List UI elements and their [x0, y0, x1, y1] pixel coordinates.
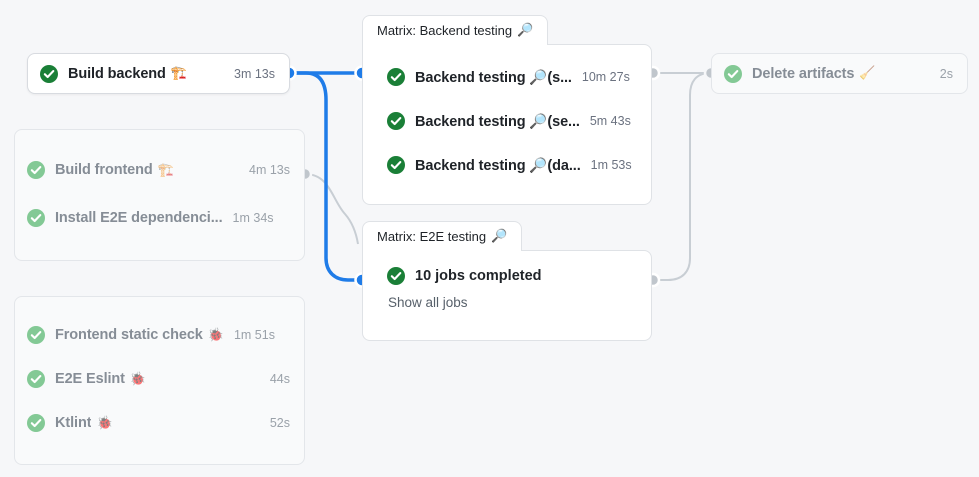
success-check-icon [387, 267, 405, 285]
success-check-icon [27, 209, 45, 227]
bug-emoji: 🐞 [129, 371, 147, 387]
job-row-backend-testing-1[interactable]: Backend testing 🔎(s... 10m 27s [363, 55, 651, 99]
job-duration: 1m 34s [232, 211, 274, 225]
job-row-backend-testing-3[interactable]: Backend testing 🔎(da... 1m 53s [363, 143, 651, 187]
node-build-backend[interactable]: Build backend 🏗️ 3m 13s [27, 53, 290, 94]
show-all-jobs-link[interactable]: Show all jobs [388, 295, 468, 310]
matrix-e2e-body: 10 jobs completed Show all jobs [362, 250, 652, 341]
matrix-e2e-summary: 10 jobs completed Show all jobs [363, 251, 651, 310]
job-duration: 10m 27s [581, 70, 630, 84]
job-label: Backend testing 🔎(da... [415, 157, 581, 174]
job-row-build-frontend[interactable]: Build frontend 🏗️ 4m 13s [15, 150, 304, 190]
node-delete-artifacts[interactable]: Delete artifacts 🧹 2s [711, 53, 968, 94]
bug-emoji: 🐞 [207, 327, 224, 343]
matrix-backend-body: Backend testing 🔎(s... 10m 27s Backend t… [362, 44, 652, 205]
matrix-e2e-tab[interactable]: Matrix: E2E testing 🔎 [362, 221, 523, 251]
edge-matrix-e2e-to-delete [652, 72, 711, 281]
job-duration: 52s [269, 416, 290, 430]
job-label: E2E Eslint [55, 371, 125, 387]
construction-emoji: 🏗️ [157, 162, 174, 178]
bug-emoji: 🐞 [96, 415, 113, 431]
job-row-ktlint[interactable]: Ktlint 🐞 52s [15, 403, 304, 443]
success-check-icon [40, 64, 58, 83]
job-duration: 1m 51s [233, 328, 275, 342]
construction-emoji: 🏗️ [170, 66, 187, 81]
node-frontend-group[interactable]: Build frontend 🏗️ 4m 13s Install E2E dep… [14, 129, 305, 261]
checks-group-card[interactable]: Frontend static check 🐞 1m 51s E2E Eslin… [14, 296, 305, 465]
job-duration: 44s [269, 372, 290, 386]
success-check-icon [387, 68, 405, 86]
job-label: Delete artifacts [752, 65, 855, 82]
build-backend-card[interactable]: Build backend 🏗️ 3m 13s [27, 53, 290, 94]
job-row-backend-testing-2[interactable]: Backend testing 🔎(se... 5m 43s [363, 99, 651, 143]
job-duration: 3m 13s [234, 66, 275, 81]
node-matrix-e2e-testing[interactable]: Matrix: E2E testing 🔎 10 jobs completed … [362, 221, 652, 341]
success-check-icon [387, 156, 405, 174]
job-row-frontend-static-check[interactable]: Frontend static check 🐞 1m 51s [15, 315, 304, 355]
job-row-e2e-eslint[interactable]: E2E Eslint 🐞 44s [15, 359, 304, 399]
job-label: Backend testing 🔎(s... [415, 69, 572, 86]
matrix-tab-label: Matrix: Backend testing [377, 23, 513, 38]
job-row-build-backend[interactable]: Build backend 🏗️ 3m 13s [28, 54, 289, 93]
success-check-icon [27, 414, 45, 432]
jobs-completed-row[interactable]: 10 jobs completed [387, 267, 651, 285]
node-matrix-backend-testing[interactable]: Matrix: Backend testing 🔎 Backend testin… [362, 15, 652, 205]
job-label: Frontend static check [55, 327, 203, 343]
success-check-icon [27, 161, 45, 179]
job-label: Build backend [68, 65, 166, 82]
job-label: Build frontend [55, 162, 153, 178]
jobs-completed-label: 10 jobs completed [415, 268, 542, 284]
matrix-backend-rows: Backend testing 🔎(s... 10m 27s Backend t… [363, 45, 651, 193]
edge-frontend-group [304, 173, 359, 245]
matrix-tab-label: Matrix: E2E testing [377, 229, 487, 244]
broom-emoji: 🧹 [859, 66, 876, 81]
success-check-icon [27, 370, 45, 388]
delete-artifacts-card[interactable]: Delete artifacts 🧹 2s [711, 53, 968, 94]
job-row-delete-artifacts[interactable]: Delete artifacts 🧹 2s [712, 54, 967, 93]
job-label: Backend testing 🔎(se... [415, 113, 580, 130]
job-label: Install E2E dependenci... [55, 210, 223, 226]
node-checks-group[interactable]: Frontend static check 🐞 1m 51s E2E Eslin… [14, 296, 305, 465]
success-check-icon [27, 326, 45, 344]
job-duration: 2s [939, 66, 953, 81]
magnifier-emoji: 🔎 [517, 23, 534, 38]
job-duration: 4m 13s [249, 163, 290, 177]
frontend-group-card[interactable]: Build frontend 🏗️ 4m 13s Install E2E dep… [14, 129, 305, 261]
job-row-install-e2e-dependencies[interactable]: Install E2E dependenci... 1m 34s [15, 198, 304, 238]
job-label: Ktlint [55, 415, 92, 431]
matrix-backend-tab[interactable]: Matrix: Backend testing 🔎 [362, 15, 549, 45]
success-check-icon [724, 64, 742, 83]
job-duration: 5m 43s [589, 114, 631, 128]
magnifier-emoji: 🔎 [491, 229, 508, 244]
job-duration: 1m 53s [590, 158, 632, 172]
success-check-icon [387, 112, 405, 130]
